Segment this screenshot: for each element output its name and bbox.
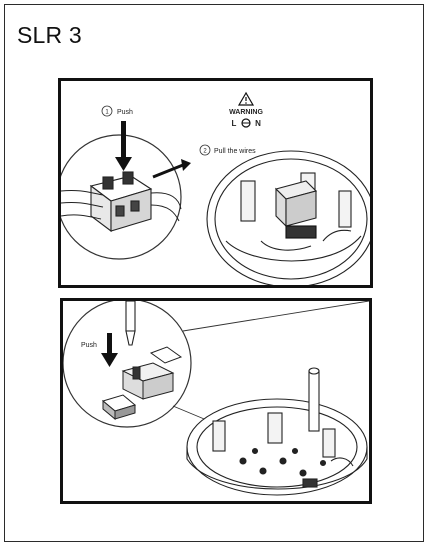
- terminal-n-label: N: [255, 119, 261, 128]
- terminal-connector: [89, 171, 153, 233]
- pull-arrow-icon: [152, 159, 191, 179]
- release-instruction-panel: Push: [60, 298, 372, 504]
- step1-badge: [101, 105, 113, 117]
- wires: [61, 190, 182, 222]
- base-housing: [206, 150, 370, 285]
- release-latch: [101, 346, 183, 421]
- warning-triangle-icon: [237, 91, 255, 106]
- step2-label: Pull the wires: [214, 148, 256, 155]
- push-label: Push: [81, 342, 97, 349]
- screwdriver-icon: [125, 301, 136, 346]
- warning-label: WARNING: [229, 109, 263, 116]
- push-arrow-icon: [115, 121, 132, 171]
- push-arrow-icon: [101, 333, 118, 367]
- document-frame: SLR 3: [4, 4, 424, 542]
- terminal-l-label: L: [232, 119, 237, 128]
- step2-number: 2: [203, 149, 207, 155]
- zoom-circle-left: [63, 301, 192, 428]
- wiring-instruction-panel: 1 Push 2 Pull the wires WARNING L N: [58, 78, 373, 288]
- base-housing: [186, 367, 368, 496]
- page-title: SLR 3: [17, 22, 82, 48]
- release-illustration: Push: [63, 301, 369, 496]
- step1-number: 1: [105, 110, 109, 116]
- step1-label: Push: [117, 109, 133, 116]
- wiring-illustration: 1 Push 2 Pull the wires WARNING L N: [61, 91, 370, 285]
- step2-badge: [199, 144, 211, 156]
- callout-line-top: [182, 301, 369, 332]
